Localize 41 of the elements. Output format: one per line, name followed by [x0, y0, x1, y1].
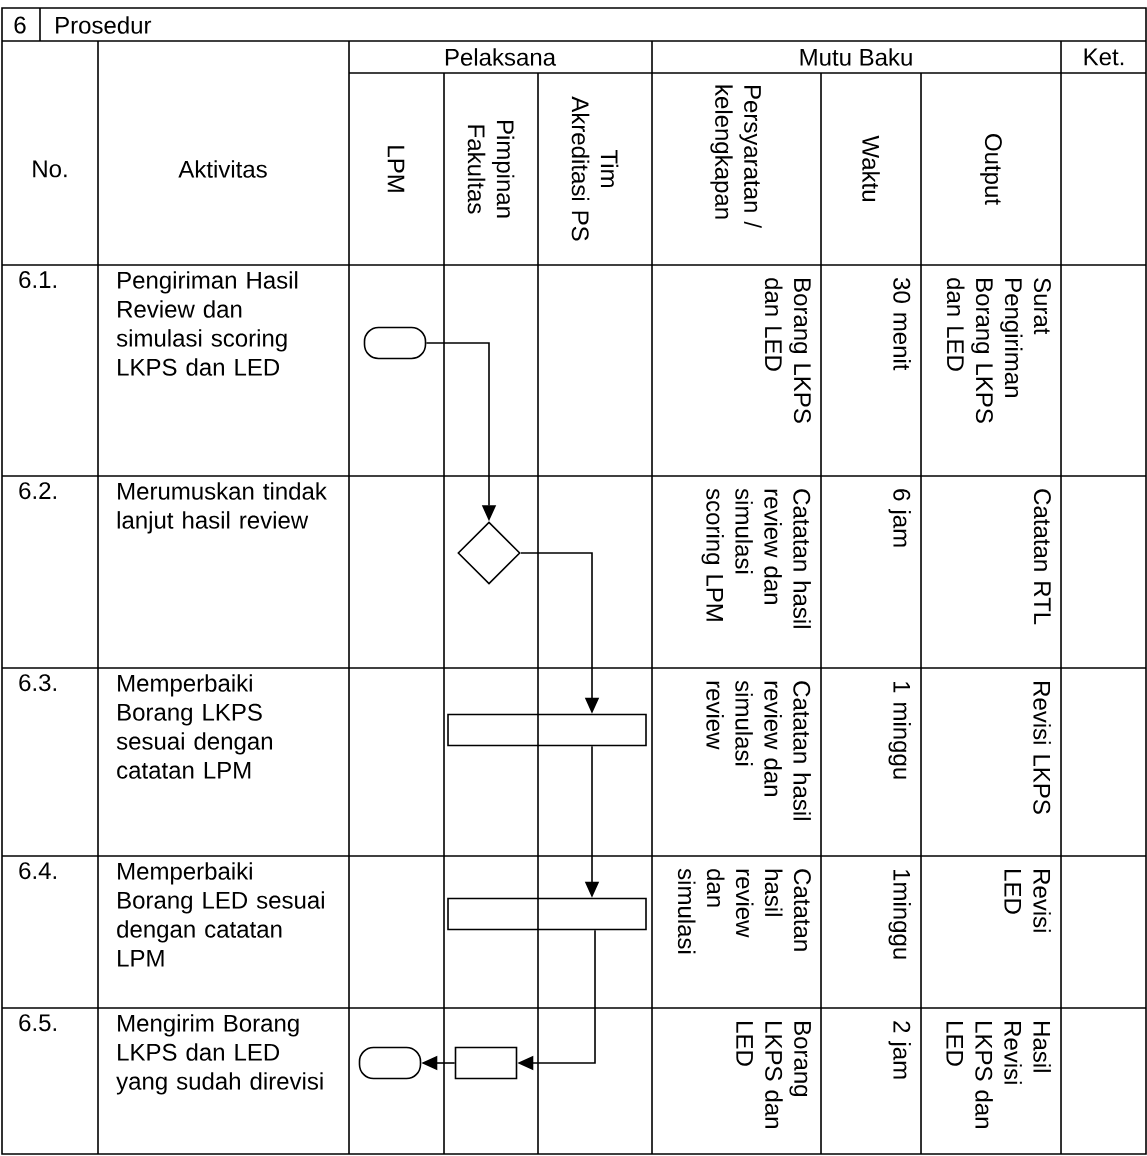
step-number: 6.2. [19, 482, 56, 500]
process-bar [447, 713, 647, 747]
activity-text: Memperbaiki Borang LKPS sesuai dengan catatan LPM [116, 674, 272, 779]
column-header: Tim Akreditasi PS [571, 96, 619, 241]
cell-text: 1 minggu [888, 681, 911, 779]
activity-text: Merumuskan tindak lanjut hasil review [117, 482, 327, 534]
column-header: Output [980, 134, 1002, 205]
cell-text: 6 jam [888, 489, 911, 547]
terminator-shape [358, 1046, 422, 1080]
column-header: Persyaratan / kelengkapan [710, 85, 762, 229]
step-number: 6.1. [19, 271, 56, 289]
process-box [454, 1046, 518, 1080]
step-number: 6.5. [19, 1014, 56, 1032]
process-bar [447, 897, 647, 931]
cell-text: Catatan hasil review dan simulasi scoring LPM [701, 488, 811, 628]
terminator-shape [363, 326, 427, 360]
cell-text: Borang LKPS dan LED [764, 278, 811, 423]
cell-text: Catatan RTL [1033, 489, 1051, 625]
step-number: 6.3. [19, 674, 56, 692]
column-header: Waktu [862, 135, 880, 201]
column-header: LPM [387, 146, 405, 192]
column-header: Ket. [1084, 48, 1124, 66]
section-number: 6 [14, 16, 26, 34]
cell-text: 30 menit [893, 278, 911, 371]
cell-text: Catatan hasil review dan simulasi review [706, 680, 811, 820]
cell-text: 1minggu [888, 869, 911, 959]
activity-text: Memperbaiki Borang LED sesuai dengan catatan LPM [117, 862, 324, 967]
column-header: Aktivitas [178, 160, 267, 178]
column-header: Pimpinan Fakultas [467, 120, 515, 218]
section-title: Prosedur [56, 16, 152, 34]
column-header: No. [33, 160, 67, 178]
cell-text: 2 jam [888, 1021, 911, 1079]
column-header: Pelaksana [445, 48, 556, 66]
column-header: Mutu Baku [800, 48, 912, 66]
cell-text: Surat Pengiriman Borang LKPS dan LED [946, 278, 1051, 423]
cell-text: Hasil Revisi LKPS dan LED [946, 1022, 1051, 1128]
cell-text: Revisi LED [1004, 870, 1051, 932]
step-number: 6.4. [19, 862, 56, 880]
decision-diamond [457, 521, 521, 585]
cell-text: Borang LKPS dan LED [736, 1022, 811, 1128]
cell-text: Revisi LKPS [1033, 682, 1051, 814]
